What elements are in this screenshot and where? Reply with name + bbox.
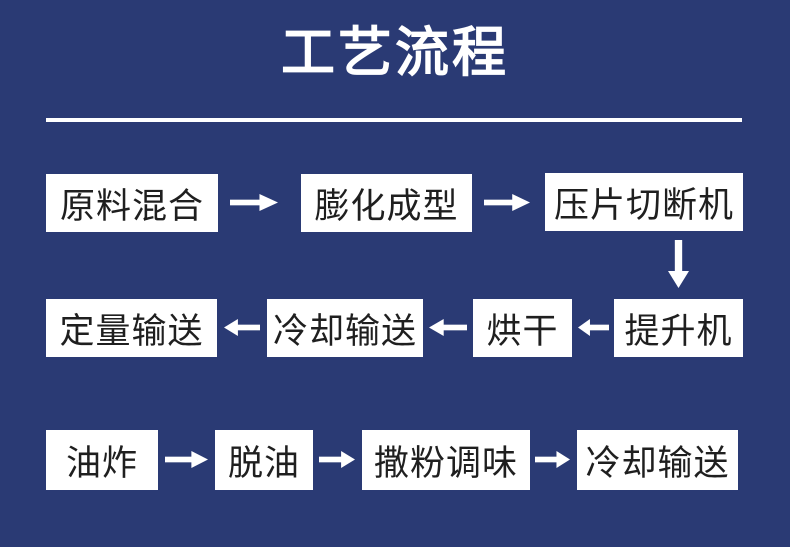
arrow-right-icon bbox=[484, 194, 530, 211]
flow-step-box: 提升机 bbox=[614, 299, 743, 357]
arrow-down-icon bbox=[668, 240, 689, 288]
arrow-right-icon bbox=[165, 451, 208, 468]
flow-step-box: 原料混合 bbox=[46, 174, 218, 232]
flow-step-box: 脱油 bbox=[215, 430, 313, 490]
title-divider bbox=[46, 118, 742, 122]
arrow-left-icon bbox=[578, 319, 609, 336]
arrow-left-icon bbox=[224, 319, 260, 336]
arrow-right-icon bbox=[535, 451, 570, 468]
flow-step-box: 冷却输送 bbox=[577, 430, 738, 490]
arrow-left-icon bbox=[429, 319, 467, 336]
flow-step-box: 撒粉调味 bbox=[362, 430, 530, 490]
flow-step-box: 定量输送 bbox=[46, 299, 217, 357]
flow-step-box: 膨化成型 bbox=[301, 174, 472, 232]
flow-step-box: 烘干 bbox=[473, 299, 572, 357]
flow-step-box: 冷却输送 bbox=[267, 299, 423, 357]
flow-step-box: 油炸 bbox=[46, 430, 158, 490]
arrow-right-icon bbox=[230, 194, 278, 211]
arrow-right-icon bbox=[319, 451, 355, 468]
flow-step-box: 压片切断机 bbox=[545, 173, 743, 231]
page-title: 工艺流程 bbox=[281, 23, 509, 83]
